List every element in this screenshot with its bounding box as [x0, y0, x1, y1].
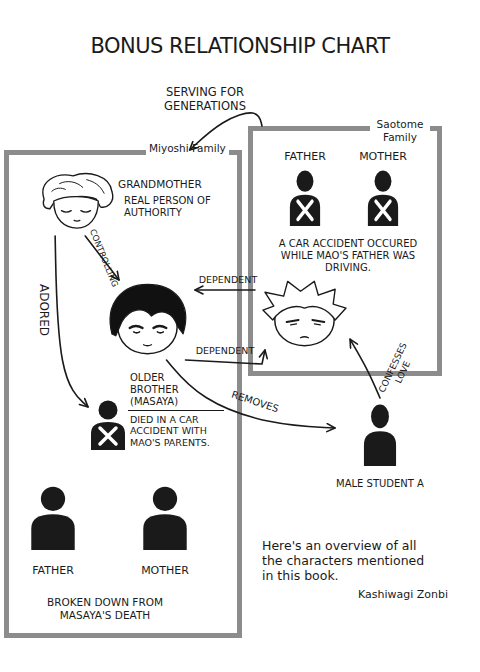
- character-label: FATHER: [275, 150, 335, 163]
- author-signature: Kashiwagi Zonbi: [340, 588, 448, 601]
- deceased-cross: [298, 201, 312, 219]
- character-label: OLDER BROTHER (MASAYA): [130, 372, 192, 408]
- person-silhouette: [90, 400, 126, 450]
- squint-eyes: [287, 320, 325, 322]
- family-heading: Saotome Family: [370, 118, 430, 143]
- hair-shape: [110, 284, 186, 335]
- eyes: [130, 326, 167, 328]
- mouth: [144, 344, 152, 346]
- person-silhouette: [367, 170, 399, 226]
- eye-lower: [134, 331, 164, 334]
- hair-outline: [263, 281, 346, 320]
- person-silhouette: [289, 170, 321, 226]
- character-node: FATHER: [18, 482, 88, 582]
- person-silhouette: [142, 486, 188, 550]
- edge-label: ADORED: [37, 270, 51, 350]
- note-text: Here's an overview of all the characters…: [262, 538, 430, 583]
- edge-label: CONFESSES LOVE: [375, 337, 421, 402]
- edge-label: CONTROLLING: [84, 219, 123, 297]
- deceased-cross: [376, 201, 390, 219]
- relation-arrow: [350, 339, 380, 398]
- character-node: [255, 278, 350, 350]
- edge-label: REMOVES: [220, 385, 290, 418]
- eye-lower: [291, 323, 321, 325]
- character-label: REAL PERSON OF AUTHORITY: [124, 195, 232, 219]
- character-node: FATHER: [275, 148, 335, 230]
- silhouette-body: [368, 195, 398, 226]
- silhouette-body: [364, 431, 396, 466]
- character-node: MOTHER: [125, 482, 205, 582]
- mouth: [74, 220, 80, 222]
- divider-line: [128, 410, 224, 411]
- mouth: [301, 336, 309, 338]
- protagonist-face: [100, 280, 195, 360]
- note-text: BROKEN DOWN FROM MASAYA'S DEATH: [30, 596, 180, 621]
- character-node: GRANDMOTHER REAL PERSON OF AUTHORITY: [38, 168, 235, 236]
- silhouette-head: [41, 487, 65, 511]
- silhouette-body: [290, 195, 320, 226]
- silhouette-body: [91, 422, 125, 450]
- silhouette-body: [143, 514, 186, 550]
- silhouette-head: [297, 171, 314, 192]
- character-node: MOTHER: [348, 148, 418, 230]
- silhouette-body: [31, 514, 74, 550]
- character-node: [100, 280, 195, 360]
- character-node: MALE STUDENT A: [335, 398, 425, 498]
- character-label: DIED IN A CAR ACCIDENT WITH MAO'S PARENT…: [130, 414, 236, 448]
- silhouette-head: [99, 401, 118, 420]
- silhouette-head: [371, 405, 389, 429]
- deceased-cross: [100, 428, 116, 444]
- silhouette-head: [375, 171, 392, 192]
- character-label: MALE STUDENT A: [335, 478, 425, 490]
- chart-title: BONUS RELATIONSHIP CHART: [0, 34, 480, 58]
- edge-label: DEPENDENT: [193, 274, 263, 285]
- note-text: A CAR ACCIDENT OCCURED WHILE MAO'S FATHE…: [262, 238, 434, 274]
- character-label: FATHER: [18, 564, 88, 577]
- grandmother-face: [38, 170, 116, 232]
- face-outline: [54, 197, 99, 228]
- relation-arrow: [195, 289, 255, 291]
- edge-label: DEPENDENT: [190, 345, 260, 356]
- edge-label: SERVING FOR GENERATIONS: [149, 86, 261, 114]
- closed-eyes: [62, 211, 91, 212]
- character-node: OLDER BROTHER (MASAYA) DIED IN A CAR ACCI…: [88, 370, 236, 452]
- family-heading: Miyoshi Family: [146, 142, 229, 155]
- person-silhouette: [30, 486, 76, 550]
- mao-face: [255, 278, 350, 350]
- character-label: MOTHER: [348, 150, 418, 163]
- silhouette-head: [153, 487, 177, 511]
- character-label: MOTHER: [125, 564, 205, 577]
- relation-arrow: [55, 236, 88, 407]
- character-label: GRANDMOTHER: [118, 178, 202, 191]
- hair-strand: [52, 180, 104, 194]
- family-box: Miyoshi FamilyGRANDMOTHERREAL PERSON OF …: [4, 150, 242, 638]
- person-silhouette: [363, 404, 397, 466]
